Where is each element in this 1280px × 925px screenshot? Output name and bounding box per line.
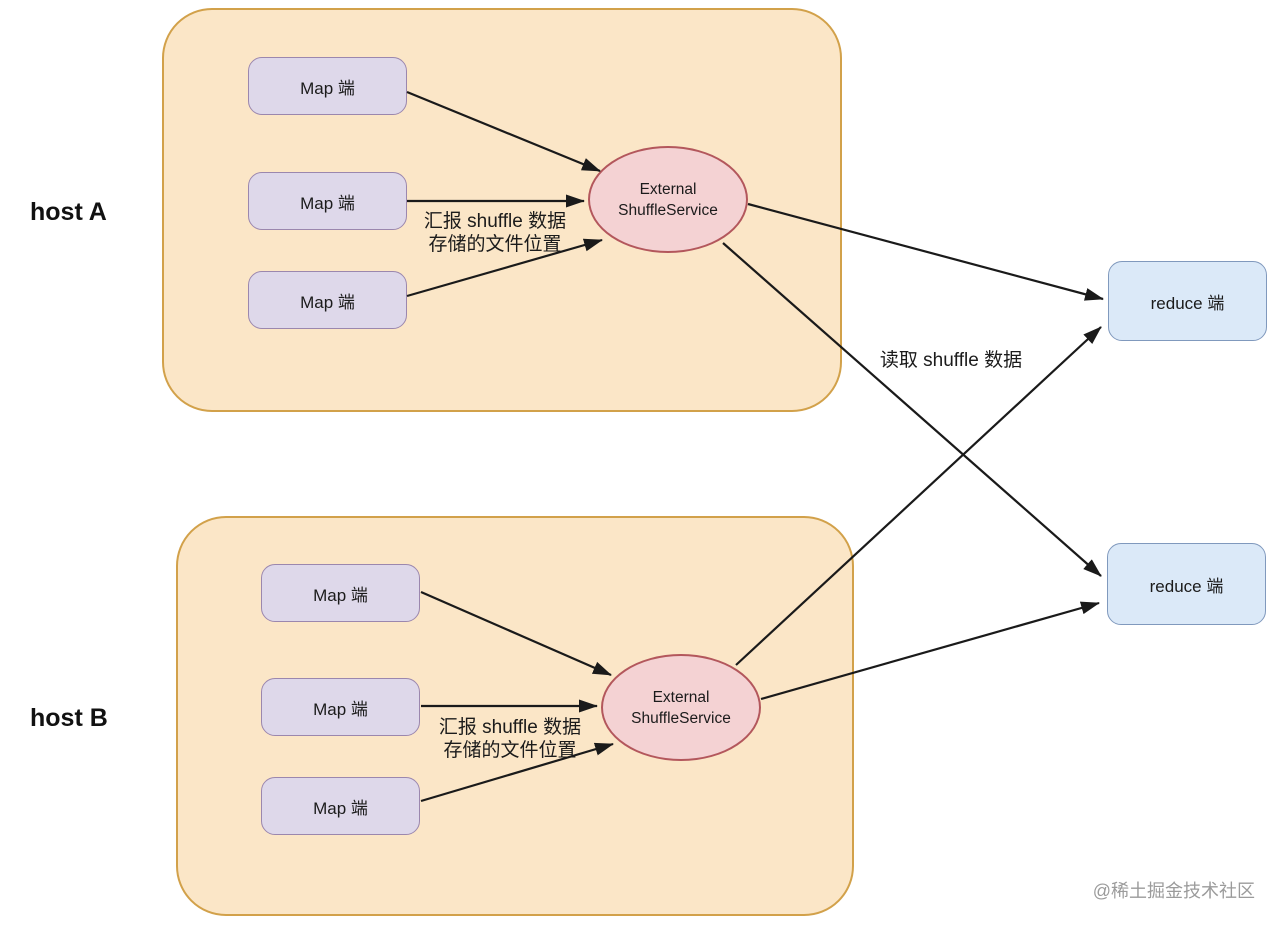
map-node-a3: Map 端 — [248, 271, 407, 329]
read-shuffle-data-note: 读取 shuffle 数据 — [879, 350, 1023, 371]
host-b-label: host B — [30, 704, 108, 732]
map-node-b3: Map 端 — [261, 777, 420, 835]
external-shuffle-service-b: External ShuffleService — [601, 654, 761, 761]
map-node-a2: Map 端 — [248, 172, 407, 230]
report-shuffle-location-note-b: 汇报 shuffle 数据 存储的文件位置 — [400, 716, 620, 762]
reduce-node-label: reduce 端 — [1150, 293, 1225, 313]
report-shuffle-location-note-a: 汇报 shuffle 数据 存储的文件位置 — [385, 210, 605, 256]
map-node-b2: Map 端 — [261, 678, 420, 736]
map-node-label: Map 端 — [313, 798, 368, 818]
map-node-label: Map 端 — [300, 78, 355, 98]
service-label-line2: ShuffleService — [618, 201, 718, 219]
report-note-line2: 存储的文件位置 — [443, 740, 577, 761]
reduce-node-label: reduce 端 — [1149, 576, 1224, 596]
service-label-line1: External — [639, 180, 697, 198]
map-node-b1: Map 端 — [261, 564, 420, 622]
map-node-a1: Map 端 — [248, 57, 407, 115]
host-a-label: host A — [30, 198, 107, 226]
watermark: @稀土掘金技术社区 — [1092, 881, 1255, 901]
report-note-line1: 汇报 shuffle 数据 — [423, 211, 567, 232]
report-note-line2: 存储的文件位置 — [428, 234, 562, 255]
reduce-node-2: reduce 端 — [1107, 543, 1266, 625]
map-node-label: Map 端 — [313, 699, 368, 719]
reduce-node-1: reduce 端 — [1108, 261, 1267, 341]
map-node-label: Map 端 — [300, 193, 355, 213]
map-node-label: Map 端 — [313, 585, 368, 605]
service-label-line1: External — [652, 688, 710, 706]
service-label-line2: ShuffleService — [631, 709, 731, 727]
map-node-label: Map 端 — [300, 292, 355, 312]
report-note-line1: 汇报 shuffle 数据 — [438, 717, 582, 738]
external-shuffle-service-a: External ShuffleService — [588, 146, 748, 253]
